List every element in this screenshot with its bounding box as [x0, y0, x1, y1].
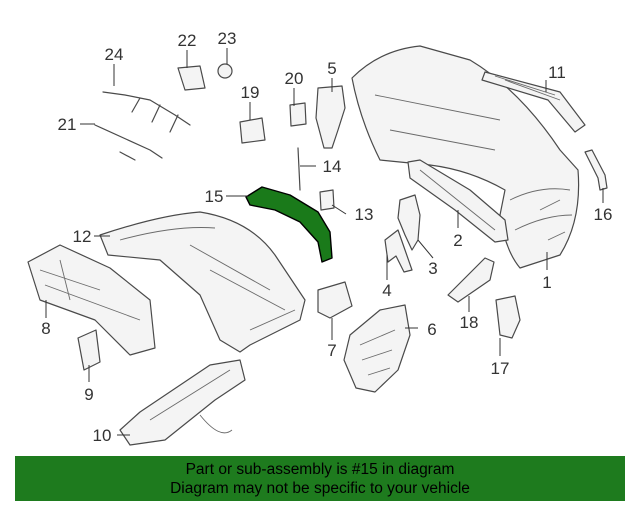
- callout-9: 9: [84, 385, 93, 404]
- part-19-sensor: [239, 117, 266, 144]
- part-23-ring: [217, 63, 233, 79]
- part-20-sensor-holder: [289, 102, 307, 127]
- callout-8: 8: [41, 319, 50, 338]
- callout-20: 20: [285, 69, 304, 88]
- part-24-harness: [102, 91, 191, 133]
- leader-lines: [45, 48, 604, 436]
- part-11-trim-strip: [481, 71, 586, 133]
- part-10-tow-hitch: [119, 359, 246, 446]
- part-9-plate: [77, 329, 101, 371]
- callout-1: 1: [542, 273, 551, 292]
- callout-5: 5: [327, 59, 336, 78]
- info-banner: Part or sub-assembly is #15 in diagram D…: [15, 456, 625, 501]
- callout-17: 17: [491, 359, 510, 378]
- exploded-parts-diagram: 1 2 3 4 5 6 7 8 9 10 11 12 13 14 15 16 1…: [27, 29, 613, 446]
- callout-10: 10: [93, 426, 112, 445]
- part-7-cover: [317, 281, 353, 319]
- callout-24: 24: [105, 45, 124, 64]
- part-18-bracket: [447, 257, 495, 303]
- part-5-mount: [315, 85, 346, 149]
- part-16-bracket: [584, 149, 608, 191]
- callout-11: 11: [548, 63, 566, 82]
- part-12-bumper-shell: [99, 211, 306, 353]
- callout-6: 6: [427, 320, 436, 339]
- part-13-clip: [319, 189, 335, 211]
- callout-7: 7: [327, 341, 336, 360]
- callout-19: 19: [241, 83, 260, 102]
- callout-15: 15: [205, 187, 224, 206]
- callout-2: 2: [453, 231, 462, 250]
- part-15-highlighted: [245, 186, 333, 263]
- callout-16: 16: [594, 205, 613, 224]
- callout-14: 14: [323, 157, 342, 176]
- part-2-reinforcement: [407, 159, 509, 243]
- part-22-sensor: [177, 65, 206, 91]
- part-4-bracket: [384, 229, 413, 273]
- part-8-bracket: [27, 244, 156, 356]
- part-6-bracket: [343, 304, 411, 393]
- part-14-rod: [297, 147, 301, 191]
- callout-18: 18: [460, 313, 479, 332]
- banner-line-part-number: Part or sub-assembly is #15 in diagram: [185, 461, 455, 478]
- banner-line-disclaimer: Diagram may not be specific to your vehi…: [170, 480, 470, 497]
- callout-3: 3: [428, 259, 437, 278]
- part-3-bracket: [397, 194, 421, 251]
- part-1-bumper-cover: [351, 45, 580, 269]
- callout-12: 12: [73, 227, 92, 246]
- part-17-bracket: [495, 295, 521, 339]
- callout-4: 4: [382, 281, 391, 300]
- callout-13: 13: [355, 205, 374, 224]
- callout-23: 23: [218, 29, 237, 48]
- callout-21: 21: [58, 115, 77, 134]
- callout-22: 22: [178, 31, 197, 50]
- part-21-wire: [94, 124, 163, 161]
